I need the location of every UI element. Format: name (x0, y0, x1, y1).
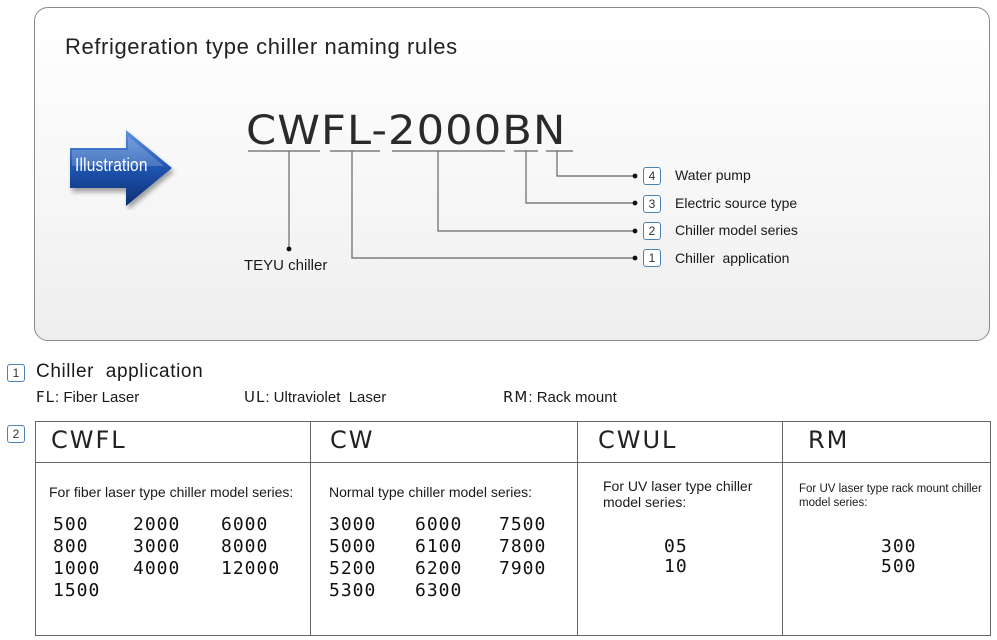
value-cell: 12000 (221, 558, 281, 579)
value-cell: 800 (53, 536, 89, 557)
naming-connector-lines (248, 150, 638, 261)
section-title-application: Chiller application (36, 361, 204, 382)
abbr-rm: RM: Rack mount (503, 388, 617, 406)
legend-chiller-application: Chiller application (675, 250, 790, 266)
value-cell: 5200 (329, 558, 377, 579)
value-cell: 8000 (221, 536, 269, 557)
value-cell: 5300 (329, 580, 377, 601)
value-cell: 05 (664, 536, 688, 557)
values-cwfl: 500 2000 6000 800 3000 8000 1000 4000 12… (53, 514, 301, 602)
values-rm: 300 500 (881, 537, 941, 577)
abbr-ul: UL: Ultraviolet Laser (244, 388, 387, 406)
value-cell: 7500 (499, 514, 547, 535)
desc-rm: For UV laser type rack mount chiller mod… (799, 483, 982, 509)
naming-rules-panel (34, 7, 990, 341)
illustration-arrow-icon (70, 130, 172, 206)
legend-badge-4: 4 (643, 167, 661, 185)
legend-badge-2: 2 (643, 222, 661, 240)
value-cell: 3000 (133, 536, 181, 557)
value-cell: 7900 (499, 558, 547, 579)
legend-chiller-model-series: Chiller model series (675, 222, 798, 238)
section-badge-1: 1 (7, 364, 25, 382)
value-cell: 7800 (499, 536, 547, 557)
value-cell: 4000 (133, 558, 181, 579)
desc-cw: Normal type chiller model series: (329, 484, 533, 500)
header-cwul: CWUL (598, 426, 678, 454)
abbr-fl: FL: Fiber Laser (36, 388, 140, 406)
legend-badge-3: 3 (643, 195, 661, 213)
legend-electric-source-type: Electric source type (675, 195, 798, 211)
legend-badge-1: 1 (643, 249, 661, 267)
header-cwfl: CWFL (51, 426, 127, 454)
model-code: CWFL-2000BN (246, 108, 567, 154)
brand-note: TEYU chiller (244, 257, 328, 274)
values-cw: 3000 6000 7500 5000 6100 7800 5200 6200 … (329, 514, 569, 602)
desc-cwul: For UV laser type chiller model series: (603, 478, 753, 510)
desc-cwfl: For fiber laser type chiller model serie… (49, 484, 294, 500)
values-cwul: 05 10 (664, 537, 714, 577)
header-rm: RM (808, 426, 850, 454)
illustration-label: Illustration (75, 155, 148, 175)
value-cell: 6100 (415, 536, 463, 557)
model-series-table: CWFL CW CWUL RM For fiber laser type chi… (35, 421, 991, 636)
value-cell: 5000 (329, 536, 377, 557)
header-cw: CW (330, 426, 375, 454)
section-badge-2: 2 (7, 425, 25, 443)
page-title: Refrigeration type chiller naming rules (65, 34, 458, 59)
value-cell: 6200 (415, 558, 463, 579)
value-cell: 500 (53, 514, 89, 535)
value-cell: 3000 (329, 514, 377, 535)
value-cell: 6300 (415, 580, 463, 601)
value-cell: 6000 (415, 514, 463, 535)
value-cell: 1500 (53, 580, 101, 601)
value-cell: 300 (881, 536, 917, 557)
table-header-row (36, 422, 990, 463)
value-cell: 10 (664, 556, 688, 577)
value-cell: 500 (881, 556, 917, 577)
value-cell: 6000 (221, 514, 269, 535)
value-cell: 1000 (53, 558, 101, 579)
legend-water-pump: Water pump (675, 167, 751, 183)
value-cell: 2000 (133, 514, 181, 535)
